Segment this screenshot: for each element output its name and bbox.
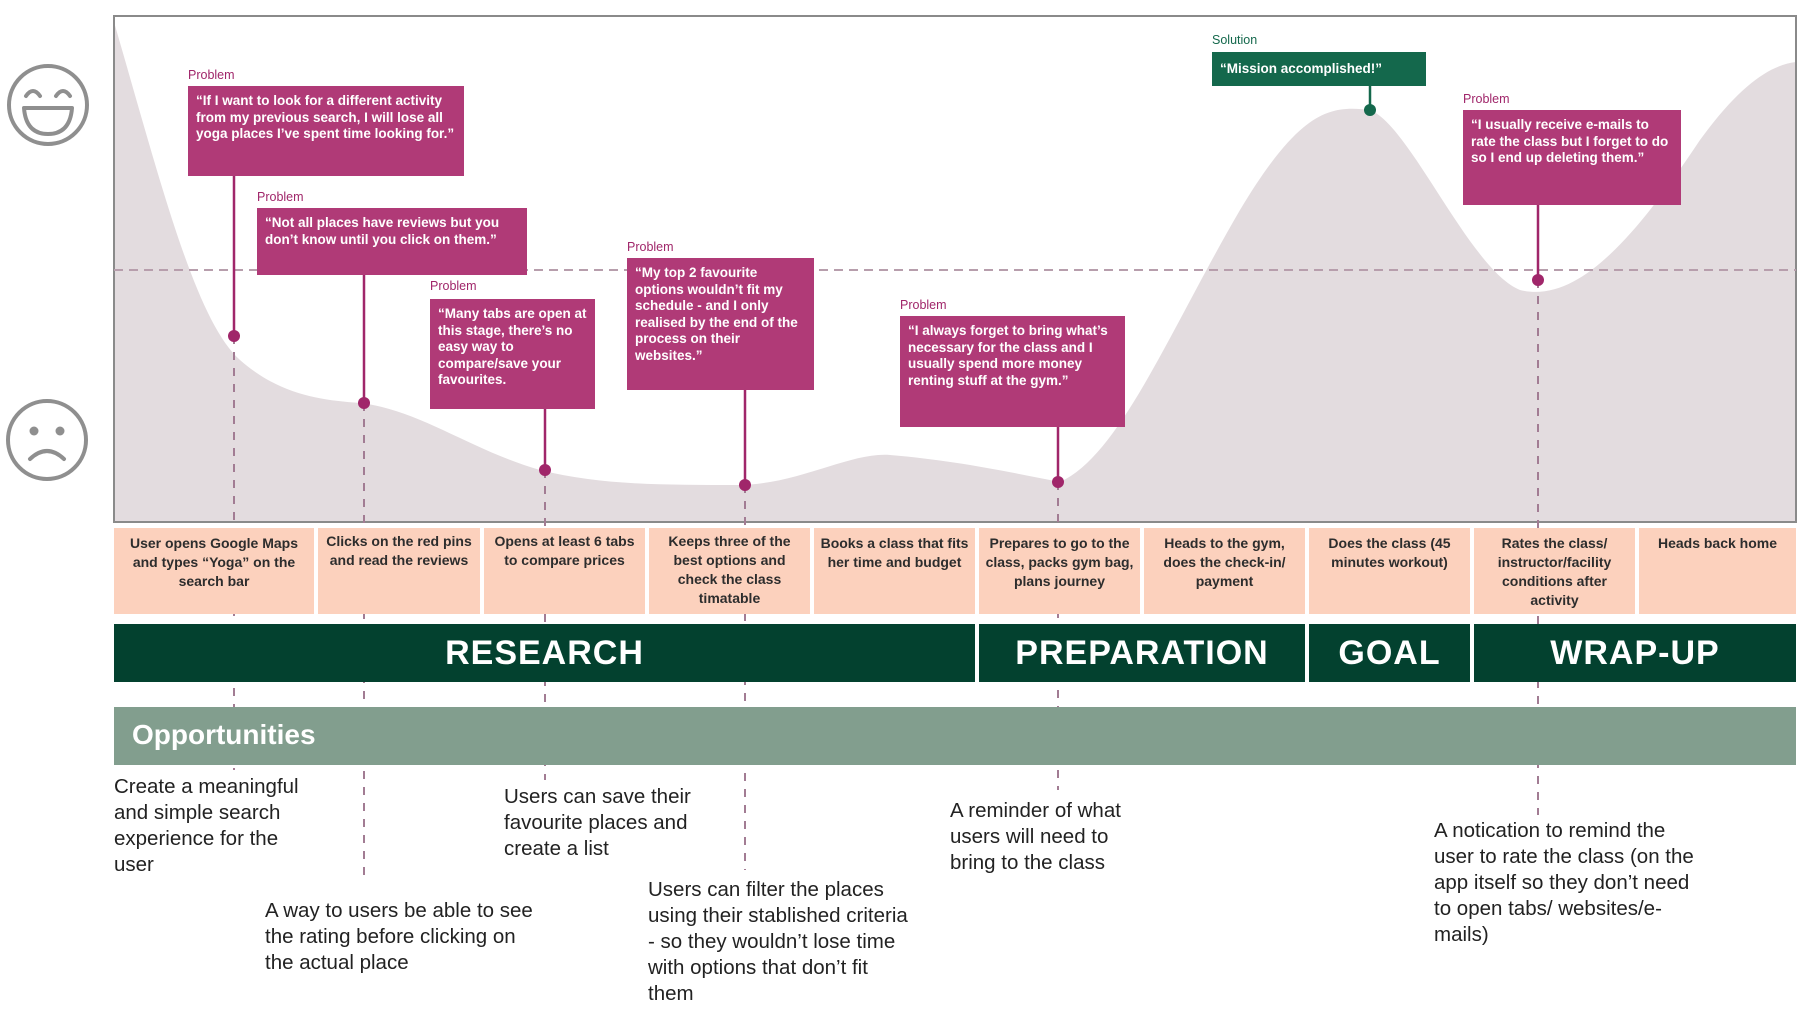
journey-step-9: Rates the class/ instructor/facility con… (1474, 528, 1635, 614)
point-3 (539, 464, 551, 476)
emotion-curve-area (114, 22, 1796, 522)
journey-step-7: Heads to the gym, does the check-in/ pay… (1144, 528, 1305, 614)
journey-step-10: Heads back home (1639, 528, 1796, 614)
callout-label-6: Solution (1212, 33, 1258, 47)
journey-step-3: Opens at least 6 tabs to compare prices (484, 528, 645, 614)
point-4 (739, 479, 751, 491)
stage-goal: GOAL (1309, 624, 1470, 682)
happy-face-icon (7, 64, 89, 146)
callout-label-1: Problem (188, 68, 235, 82)
opportunity-3: Users can save their favourite places an… (504, 785, 691, 860)
problem-callout-1: “If I want to look for a different activ… (188, 86, 464, 176)
problem-callout-4: “My top 2 favourite options wouldn’t fit… (627, 258, 814, 390)
opportunities-bar: Opportunities (114, 707, 1796, 765)
opportunities-title: Opportunities (132, 719, 316, 750)
problem-callout-7: “I usually receive e-mails to rate the c… (1463, 110, 1681, 205)
opportunity-4: Users can filter the places using their … (648, 878, 908, 1005)
point-6 (1364, 104, 1376, 116)
point-1 (228, 330, 240, 342)
stage-preparation: PREPARATION (979, 624, 1305, 682)
sad-face-icon (6, 399, 88, 481)
callout-label-3: Problem (430, 279, 477, 293)
opportunity-2: A way to users be able to see the rating… (265, 899, 533, 974)
journey-step-1: User opens Google Maps and types “Yoga” … (114, 528, 314, 614)
stage-research: RESEARCH (114, 624, 975, 682)
point-5 (1052, 476, 1064, 488)
solution-callout: “Mission accomplished!” (1212, 52, 1426, 86)
problem-callout-2: “Not all places have reviews but you don… (257, 208, 527, 275)
callout-label-2: Problem (257, 190, 304, 204)
journey-step-6: Prepares to go to the class, packs gym b… (979, 528, 1140, 614)
journey-step-4: Keeps three of the best options and chec… (649, 528, 810, 614)
point-2 (358, 397, 370, 409)
journey-step-2: Clicks on the red pins and read the revi… (318, 528, 480, 614)
opportunity-6: A notication to remind the user to rate … (1434, 819, 1694, 946)
callout-label-5: Problem (900, 298, 947, 312)
opportunity-5: A reminder of what users will need to br… (950, 799, 1121, 874)
journey-step-5: Books a class that fits her time and bud… (814, 528, 975, 614)
callout-label-7: Problem (1463, 92, 1510, 106)
point-7 (1532, 274, 1544, 286)
callout-label-4: Problem (627, 240, 674, 254)
stage-wrap-up: WRAP-UP (1474, 624, 1796, 682)
journey-step-8: Does the class (45 minutes workout) (1309, 528, 1470, 614)
problem-callout-3: “Many tabs are open at this stage, there… (430, 299, 595, 409)
opportunity-1: Create a meaningful and simple search ex… (114, 775, 299, 876)
problem-callout-5: “I always forget to bring what’s necessa… (900, 316, 1125, 427)
